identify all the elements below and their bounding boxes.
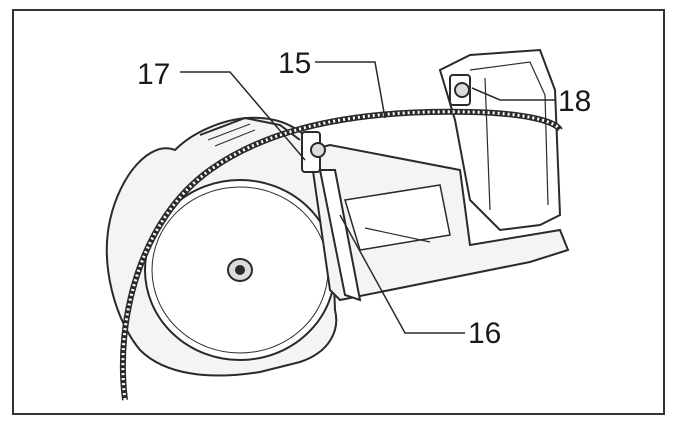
callout-17: 17 <box>137 58 170 91</box>
leader-16 <box>339 214 465 334</box>
blade-guide <box>301 74 471 302</box>
saw-blade <box>119 108 563 401</box>
callout-16: 16 <box>468 317 501 350</box>
leader-18 <box>471 87 555 101</box>
drive-wheel <box>144 179 336 361</box>
saw-frame <box>308 48 570 302</box>
callout-18: 18 <box>558 85 591 118</box>
figure-frame <box>12 9 665 415</box>
callout-leaders <box>180 61 555 334</box>
leader-17 <box>180 71 306 161</box>
leader-15 <box>315 61 386 119</box>
callout-15: 15 <box>278 47 311 80</box>
